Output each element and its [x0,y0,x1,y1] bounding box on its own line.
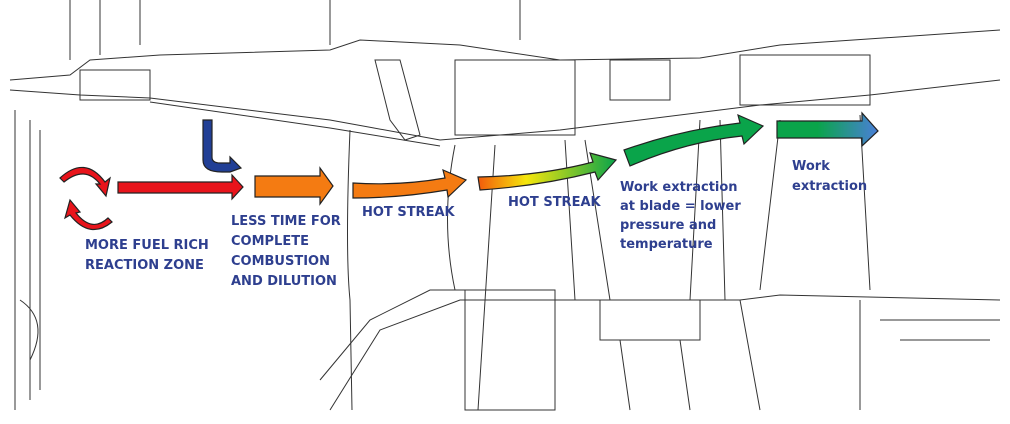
less-time-label: LESS TIME FOR COMPLETE COMBUSTION AND DI… [231,212,341,292]
work-extraction-arrow [776,111,879,148]
label-line: at blade = lower [620,199,741,214]
dilution-air-arrow [202,119,243,173]
work-blade-label: Work extraction at blade = lower pressur… [620,178,741,254]
recirculation-arrow-top [59,166,111,198]
hot-streak-arrow-1 [352,168,468,199]
label-line: AND DILUTION [231,274,337,289]
hot-streak-label-1: HOT STREAK [362,205,455,220]
recirculation-arrow-bottom [64,198,113,231]
label-line: temperature [620,237,713,252]
label-line: LESS TIME FOR [231,214,341,229]
hot-streak-label-2: HOT STREAK [508,195,601,210]
combustion-arrow [254,166,334,206]
fuel-rich-label: MORE FUEL RICH REACTION ZONE [85,236,209,276]
label-line: COMPLETE [231,234,309,249]
work-extraction-label: Work extraction [792,157,867,197]
flow-arrows [59,111,879,231]
label-line: pressure and [620,218,717,233]
label-line: COMBUSTION [231,254,330,269]
label-line: extraction [792,179,868,194]
label-line: Work extraction [620,180,738,195]
fuel-rich-arrow [117,173,244,201]
hot-streak-arrow-2 [477,152,618,191]
engine-outline-drawing [9,0,1001,411]
label-line: REACTION ZONE [85,258,204,273]
work-blade-arrow [623,113,765,167]
label-line: Work [792,159,830,174]
label-line: MORE FUEL RICH [85,238,209,253]
